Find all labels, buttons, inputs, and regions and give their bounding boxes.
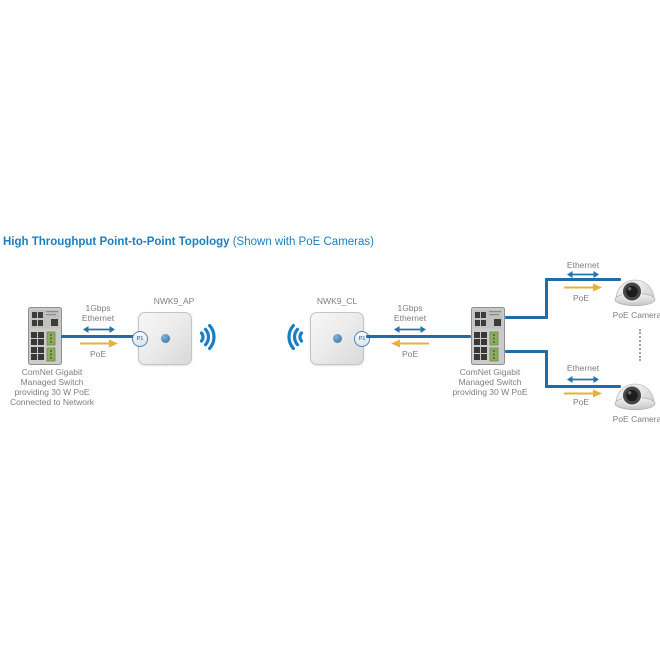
switch-right-caption-line: providing 30 W PoE: [452, 387, 528, 397]
camera-bottom-cable: [545, 385, 621, 388]
left-link-medium: Ethernet: [81, 313, 115, 323]
managed-switch-right-icon: [471, 307, 505, 365]
client-status-led: [332, 334, 342, 343]
ethernet-cable-right: [366, 335, 471, 338]
camera-bottom-cable-riser: [545, 350, 548, 388]
camera-bottom-ethernet-label: Ethernet: [566, 363, 600, 373]
left-link-speed: 1Gbps: [85, 303, 111, 313]
switch-left-caption-line: Connected to Network: [9, 397, 95, 407]
ap-name-label: NWK9_AP: [153, 296, 195, 306]
left-link-label: 1Gbps Ethernet: [72, 303, 124, 323]
camera-top-ethernet-label: Ethernet: [566, 260, 600, 270]
managed-switch-left-icon: [28, 307, 62, 365]
diagram-title-suffix: (Shown with PoE Cameras): [229, 236, 374, 248]
right-link-label: 1Gbps Ethernet: [384, 303, 436, 323]
switch-left-caption-line: providing 30 W PoE: [14, 387, 90, 397]
ap-status-led: [160, 334, 170, 343]
camera-top-caption: PoE Camera: [612, 310, 660, 320]
camera-top-poe-label: PoE: [572, 293, 590, 303]
left-link-poe-label: PoE: [89, 349, 107, 359]
more-cameras-ellipsis: [639, 329, 641, 361]
poe-camera-bottom-icon: [614, 383, 656, 411]
switch-right-caption-line: Managed Switch: [458, 377, 522, 387]
client-name-label: NWK9_CL: [316, 296, 358, 306]
wireless-ap-device: P1: [132, 312, 192, 365]
camera-bottom-cable-stub: [505, 350, 548, 353]
switch-left-caption-line: Managed Switch: [20, 377, 84, 387]
poe-arrow-right-icon: [564, 283, 602, 292]
camera-top-cable: [545, 278, 621, 281]
wireless-client-device: P1: [310, 312, 370, 365]
ethernet-bidirectional-arrow-icon: [567, 376, 599, 383]
wifi-signal-left-icon: [287, 324, 304, 350]
ethernet-cable-left: [61, 335, 139, 338]
ap-port-badge: P1: [132, 330, 148, 347]
right-link-medium: Ethernet: [393, 313, 427, 323]
right-link-speed: 1Gbps: [397, 303, 423, 313]
poe-arrow-right-icon: [564, 389, 602, 398]
ethernet-bidirectional-arrow-icon: [567, 271, 599, 278]
ethernet-bidirectional-arrow-icon: [83, 326, 115, 333]
camera-top-cable-stub: [505, 316, 548, 319]
camera-bottom-poe-label: PoE: [572, 397, 590, 407]
ethernet-bidirectional-arrow-icon: [394, 326, 426, 333]
poe-arrow-left-icon: [391, 339, 429, 348]
switch-right-caption-line: ComNet Gigabit: [459, 367, 521, 377]
client-port-badge: P1: [354, 330, 370, 347]
switch-left-caption-line: ComNet Gigabit: [21, 367, 83, 377]
diagram-title: High Throughput Point-to-Point Topology …: [3, 236, 374, 248]
camera-bottom-caption: PoE Camera: [612, 414, 660, 424]
right-link-poe-label: PoE: [401, 349, 419, 359]
switch-right-caption: ComNet Gigabit Managed Switch providing …: [438, 367, 542, 397]
wifi-signal-right-icon: [199, 324, 216, 350]
camera-top-cable-riser: [545, 278, 548, 319]
diagram-title-main: High Throughput Point-to-Point Topology: [3, 236, 230, 248]
poe-camera-top-icon: [614, 279, 656, 307]
poe-arrow-right-icon: [80, 339, 118, 348]
switch-left-caption: ComNet Gigabit Managed Switch providing …: [0, 367, 104, 407]
